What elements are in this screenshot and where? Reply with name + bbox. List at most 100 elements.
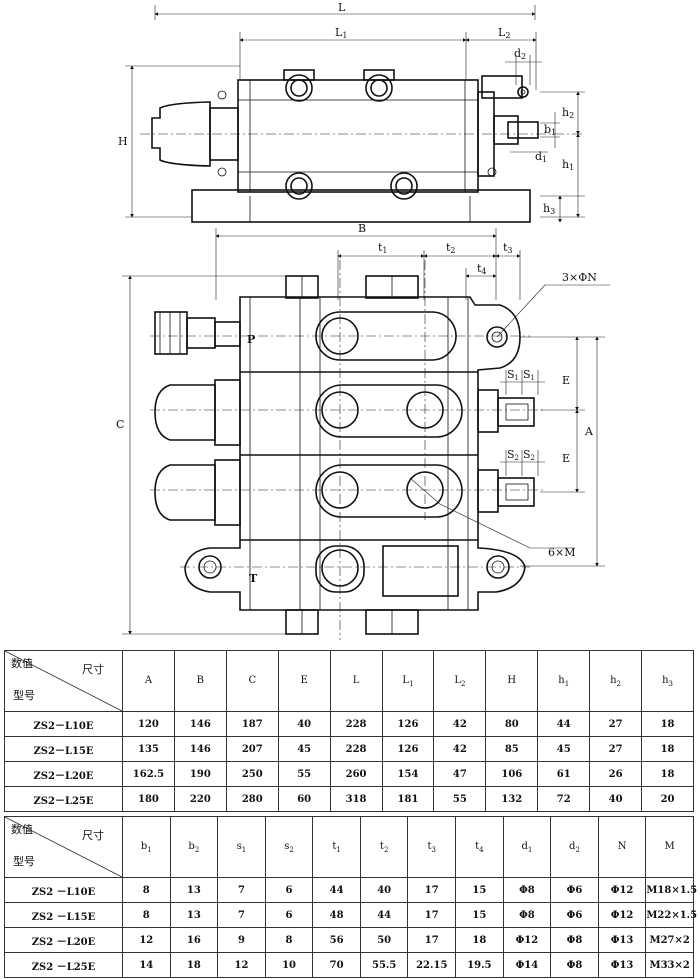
value-cell: Φ8 bbox=[550, 927, 599, 953]
dim-h1: h1 bbox=[562, 158, 574, 172]
value-cell: 8 bbox=[122, 877, 171, 903]
value-cell: 44 bbox=[312, 877, 361, 903]
dim-t2: t2 bbox=[446, 241, 456, 255]
value-cell: M22×1.5 bbox=[645, 902, 697, 928]
table-corner-cell: 数值 尺寸 型号 bbox=[4, 650, 123, 712]
value-cell: 22.15 bbox=[407, 952, 457, 978]
value-cell: 42 bbox=[433, 736, 487, 762]
column-header: h2 bbox=[589, 650, 643, 712]
value-cell: 19.5 bbox=[455, 952, 504, 978]
column-header: d1 bbox=[502, 816, 552, 878]
corner-bottom-label: 型号 bbox=[13, 855, 35, 868]
table-corner-cell: 数值 尺寸 型号 bbox=[4, 816, 123, 878]
bolt-icon bbox=[363, 69, 395, 102]
value-cell: 42 bbox=[433, 711, 487, 737]
value-cell: 40 bbox=[589, 786, 643, 812]
value-cell: Φ6 bbox=[550, 877, 599, 903]
value-cell: M33×2 bbox=[645, 952, 694, 978]
value-cell: 16 bbox=[169, 927, 219, 953]
value-cell: 27 bbox=[589, 711, 643, 737]
dim-holes: 3×ΦN bbox=[562, 271, 597, 284]
dim-t4: t4 bbox=[477, 262, 487, 276]
value-cell: 17 bbox=[407, 902, 457, 928]
dim-B: B bbox=[358, 222, 366, 235]
value-cell: Φ13 bbox=[597, 952, 647, 978]
bolt-icon bbox=[283, 69, 315, 102]
value-cell: 55 bbox=[277, 761, 331, 787]
value-cell: 190 bbox=[173, 761, 227, 787]
value-cell: 7 bbox=[217, 902, 266, 928]
elevation-view: L L1 L2 H d2 b1 d1 h2 h1 h3 bbox=[118, 1, 585, 223]
value-cell: 15 bbox=[455, 902, 504, 928]
value-cell: 27 bbox=[589, 736, 643, 762]
dim-S2a: S2 bbox=[507, 448, 519, 462]
value-cell: 6 bbox=[264, 877, 314, 903]
value-cell: 126 bbox=[381, 711, 435, 737]
value-cell: Φ8 bbox=[502, 902, 552, 928]
dim-E1: E bbox=[562, 374, 570, 387]
dim-h3: h3 bbox=[543, 202, 555, 216]
value-cell: 45 bbox=[537, 736, 591, 762]
corner-mid-label: 数值 bbox=[11, 657, 33, 670]
value-cell: 18 bbox=[169, 952, 219, 978]
dim-C: C bbox=[116, 418, 124, 431]
value-cell: 280 bbox=[225, 786, 279, 812]
value-cell: 120 bbox=[122, 711, 175, 737]
valve-drawing: L L1 L2 H d2 b1 d1 h2 h1 h3 bbox=[116, 1, 610, 640]
corner-bottom-label: 型号 bbox=[13, 689, 35, 702]
value-cell: 132 bbox=[485, 786, 539, 812]
dim-H: H bbox=[118, 135, 128, 148]
value-cell: 126 bbox=[381, 736, 435, 762]
column-header: M bbox=[645, 816, 694, 878]
corner-top-label: 尺寸 bbox=[82, 829, 104, 842]
value-cell: Φ12 bbox=[597, 902, 647, 928]
value-cell: Φ8 bbox=[502, 877, 552, 903]
value-cell: 40 bbox=[277, 711, 331, 737]
dim-b1: b1 bbox=[544, 123, 556, 137]
column-header: E bbox=[277, 650, 331, 712]
value-cell: 6 bbox=[264, 902, 314, 928]
value-cell: 12 bbox=[122, 927, 171, 953]
column-header: b1 bbox=[122, 816, 171, 878]
value-cell: 48 bbox=[312, 902, 361, 928]
value-cell: Φ12 bbox=[597, 877, 647, 903]
column-header: s1 bbox=[217, 816, 266, 878]
column-header: b2 bbox=[169, 816, 219, 878]
value-cell: 13 bbox=[169, 877, 219, 903]
corner-mid-label: 数值 bbox=[11, 823, 33, 836]
value-cell: Φ8 bbox=[550, 952, 599, 978]
value-cell: M27×2 bbox=[645, 927, 694, 953]
value-cell: 55.5 bbox=[359, 952, 409, 978]
value-cell: 70 bbox=[312, 952, 361, 978]
model-cell: ZS2－L15E bbox=[4, 736, 123, 762]
value-cell: 106 bbox=[485, 761, 539, 787]
column-header: h1 bbox=[537, 650, 591, 712]
column-header: t4 bbox=[455, 816, 504, 878]
value-cell: 146 bbox=[173, 736, 227, 762]
column-header: L1 bbox=[381, 650, 435, 712]
column-header: H bbox=[485, 650, 539, 712]
dim-d2: d2 bbox=[514, 47, 526, 61]
value-cell: 10 bbox=[264, 952, 314, 978]
value-cell: 228 bbox=[329, 736, 383, 762]
model-cell: ZS2 －L20E bbox=[4, 927, 123, 953]
column-header: C bbox=[225, 650, 279, 712]
column-header: h3 bbox=[641, 650, 694, 712]
column-header: N bbox=[597, 816, 647, 878]
value-cell: 55 bbox=[433, 786, 487, 812]
value-cell: 12 bbox=[217, 952, 266, 978]
dim-L1: L1 bbox=[335, 26, 347, 40]
value-cell: 47 bbox=[433, 761, 487, 787]
value-cell: 18 bbox=[641, 761, 694, 787]
value-cell: 146 bbox=[173, 711, 227, 737]
dim-S2b: S2 bbox=[523, 448, 535, 462]
port-T-label: T bbox=[249, 572, 258, 585]
